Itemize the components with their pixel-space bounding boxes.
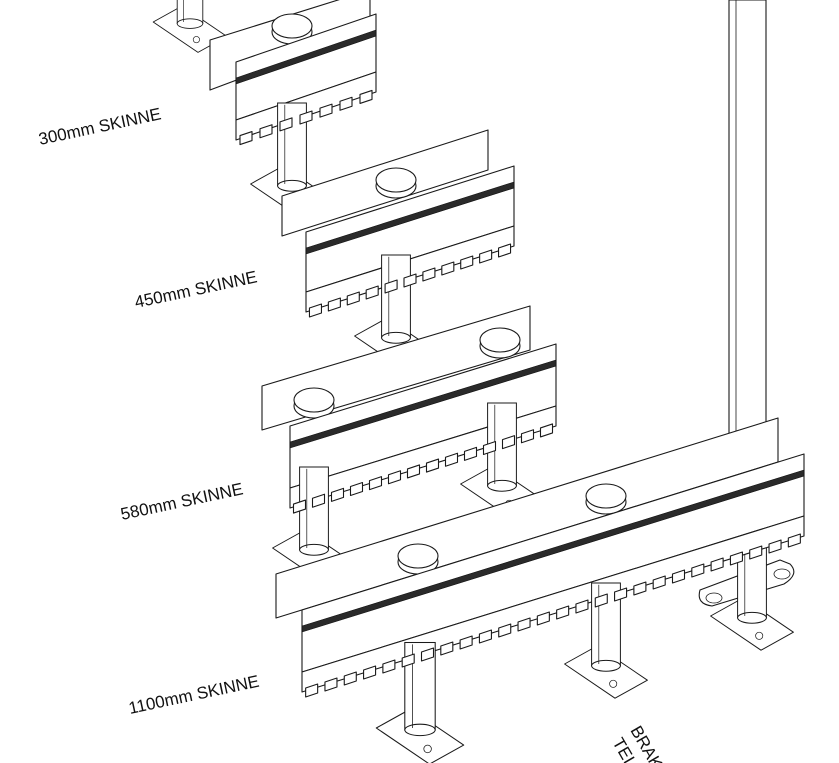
rail-tooth: [382, 659, 396, 674]
rail-tooth: [330, 487, 345, 502]
label-450mm-rail: 450mm SKINNE: [133, 267, 259, 312]
rail-tooth: [422, 267, 436, 282]
rail-tooth: [501, 435, 516, 450]
rail-tooth: [324, 677, 338, 692]
rail-tooth: [671, 569, 686, 584]
rail-tooth: [403, 273, 417, 288]
rail-tooth: [497, 243, 512, 258]
rail-tooth: [319, 103, 333, 118]
rail-580mm-assembly: [261, 305, 557, 583]
rail-tooth: [482, 440, 497, 456]
rail-tooth: [305, 683, 319, 698]
rail-tooth: [425, 458, 440, 473]
rail-tooth: [768, 539, 782, 554]
rail-tooth: [365, 285, 379, 300]
rail-tooth: [363, 665, 377, 680]
rail-tooth: [594, 593, 608, 608]
rail-tooth: [359, 89, 373, 104]
rail-tooth: [406, 464, 421, 479]
rail-tooth: [478, 629, 492, 644]
rail-tooth: [520, 429, 535, 444]
rail-tooth: [387, 470, 402, 485]
rail-tooth: [440, 641, 454, 656]
rail-tooth: [368, 476, 383, 491]
rail-tooth: [633, 581, 647, 596]
rail-tooth: [460, 255, 474, 270]
rail-tooth: [259, 124, 273, 139]
rail-tooth: [327, 297, 341, 312]
rail-tooth: [444, 452, 459, 467]
rail-tooth: [691, 563, 705, 578]
rail-tooth: [749, 545, 763, 560]
rail-tooth: [729, 551, 743, 566]
rail-tooth: [459, 635, 473, 650]
rail-tooth: [279, 117, 293, 132]
rail-tooth: [556, 605, 570, 620]
rail-tooth: [384, 279, 398, 294]
rail-tooth: [787, 533, 801, 548]
bracket-foot: [698, 534, 795, 651]
vertical-column: [728, 0, 767, 461]
rail-tooth: [401, 653, 415, 668]
rail-tooth: [420, 647, 435, 662]
rail-tooth: [517, 617, 531, 632]
rail-tooth: [239, 131, 253, 146]
rail-tooth: [463, 446, 478, 461]
rail-300mm-assembly: [152, 0, 377, 219]
rail-tooth: [349, 481, 364, 497]
rail-tooth: [710, 557, 724, 572]
label-580mm-rail: 580mm SKINNE: [119, 479, 245, 524]
rail-tooth: [479, 249, 493, 264]
rail-tooth: [614, 587, 628, 602]
rail-450mm-assembly: [281, 129, 515, 371]
rail-tooth: [299, 110, 313, 125]
rail-tooth: [441, 261, 455, 276]
rail-tooth: [308, 303, 323, 318]
rail-1100mm-assembly: [275, 417, 805, 763]
rail-tooth: [575, 599, 589, 614]
rail-tooth: [498, 623, 512, 638]
rail-tooth: [346, 291, 360, 306]
rail-tooth: [536, 611, 550, 626]
rail-tooth: [652, 575, 666, 590]
rail-tooth: [311, 493, 326, 508]
rail-tooth: [539, 423, 554, 438]
rail-tooth: [339, 96, 353, 111]
label-300mm-rail: 300mm SKINNE: [37, 104, 163, 149]
rail-tooth: [292, 499, 307, 514]
label-1100mm-rail: 1100mm SKINNE: [127, 672, 261, 718]
rail-tooth: [343, 671, 357, 686]
